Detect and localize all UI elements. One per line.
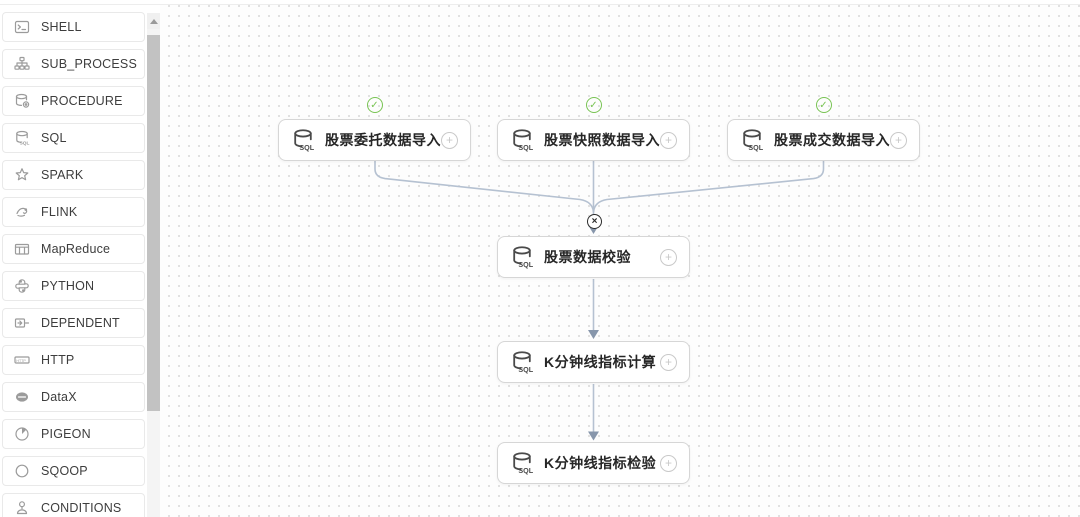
task-node-label: K分钟线指标检验	[544, 455, 657, 471]
edge-arrowhead	[588, 330, 599, 339]
sidebar-item-label: CONDITIONS	[41, 501, 122, 515]
sidebar-item-label: SQOOP	[41, 464, 88, 478]
task-node-label: 股票快照数据导入	[544, 132, 660, 148]
http-icon: HTTP	[14, 352, 30, 368]
sql-database-icon: SQL	[510, 128, 534, 152]
sidebar-item-label: SQL	[41, 131, 67, 145]
sidebar-item-label: FLINK	[41, 205, 78, 219]
sub-process-icon	[14, 56, 30, 72]
sidebar-item-label: SPARK	[41, 168, 84, 182]
sql-icon: SQL	[14, 130, 30, 146]
scrollbar-thumb[interactable]	[147, 35, 160, 411]
sidebar-item-sql[interactable]: SQL SQL	[2, 123, 145, 153]
success-check-icon: ✓	[815, 97, 832, 113]
svg-text:SQL: SQL	[748, 143, 763, 152]
sidebar-item-label: DataX	[41, 390, 77, 404]
dependent-icon	[14, 315, 30, 331]
sidebar-item-http[interactable]: HTTP HTTP	[2, 345, 145, 375]
sidebar-item-label: DEPENDENT	[41, 316, 120, 330]
sqoop-icon	[14, 463, 30, 479]
task-node-label: 股票成交数据导入	[774, 132, 890, 148]
plus-circle-icon[interactable]: +	[441, 131, 458, 149]
sidebar-item-label: PYTHON	[41, 279, 95, 293]
sql-database-icon: SQL	[510, 451, 534, 475]
procedure-icon	[14, 93, 30, 109]
sidebar-scrollbar[interactable]	[147, 13, 160, 517]
success-check-icon: ✓	[366, 97, 383, 113]
task-node-n4[interactable]: SQL 股票数据校验 +	[497, 236, 690, 278]
sidebar-item-label: SUB_PROCESS	[41, 57, 137, 71]
sidebar-item-shell[interactable]: SHELL	[2, 12, 145, 42]
sidebar-item-datax[interactable]: DataX	[2, 382, 145, 412]
plus-circle-icon[interactable]: +	[660, 353, 677, 371]
mapreduce-icon	[14, 241, 30, 257]
edge-arrowhead	[588, 431, 599, 441]
scroll-up-icon	[149, 18, 158, 24]
task-node-label: 股票委托数据导入	[325, 132, 441, 148]
sql-database-icon: SQL	[291, 128, 315, 152]
sql-database-icon: SQL	[510, 245, 534, 269]
task-type-sidebar: SHELL SUB_PROCESS PROCEDURE SQL SQL SPARK FLIN…	[0, 12, 147, 517]
pigeon-icon	[14, 426, 30, 442]
sidebar-item-mapreduce[interactable]: MapReduce	[2, 234, 145, 264]
edge[interactable]	[374, 161, 595, 213]
sidebar-item-sqoop[interactable]: SQOOP	[2, 456, 145, 486]
spark-icon	[14, 167, 30, 183]
sidebar-item-dependent[interactable]: DEPENDENT	[2, 308, 145, 338]
sidebar-item-procedure[interactable]: PROCEDURE	[2, 86, 145, 116]
sidebar-item-flink[interactable]: FLINK	[2, 197, 145, 227]
sidebar-item-label: HTTP	[41, 353, 75, 367]
task-node-n6[interactable]: SQL K分钟线指标检验+	[497, 442, 690, 484]
success-check-icon: ✓	[585, 97, 602, 113]
sidebar-item-python[interactable]: PYTHON	[2, 271, 145, 301]
sidebar-item-label: PROCEDURE	[41, 94, 123, 108]
task-node-n2[interactable]: SQL 股票快照数据导入+	[497, 119, 690, 161]
sidebar-item-label: SHELL	[41, 20, 82, 34]
svg-text:SQL: SQL	[20, 141, 30, 146]
svg-text:SQL: SQL	[299, 143, 314, 152]
plus-circle-icon[interactable]: +	[660, 248, 677, 266]
sidebar-item-label: MapReduce	[41, 242, 111, 256]
svg-text:SQL: SQL	[518, 365, 533, 374]
task-node-n1[interactable]: SQL 股票委托数据导入+	[278, 119, 471, 161]
sidebar-item-conditions[interactable]: CONDITIONS	[2, 493, 145, 517]
dag-edges	[374, 161, 825, 441]
edge[interactable]	[592, 161, 825, 213]
sidebar-item-label: PIGEON	[41, 427, 91, 441]
plus-circle-icon[interactable]: +	[660, 131, 677, 149]
conditions-icon	[14, 500, 30, 516]
sidebar-item-spark[interactable]: SPARK	[2, 160, 145, 190]
flink-icon	[14, 204, 30, 220]
svg-text:SQL: SQL	[518, 466, 533, 475]
sql-database-icon: SQL	[510, 350, 534, 374]
sidebar-item-sub-process[interactable]: SUB_PROCESS	[2, 49, 145, 79]
task-node-label: 股票数据校验	[544, 249, 631, 265]
sidebar-item-pigeon[interactable]: PIGEON	[2, 419, 145, 449]
svg-text:HTTP: HTTP	[16, 359, 26, 363]
svg-text:SQL: SQL	[518, 260, 533, 269]
plus-circle-icon[interactable]: +	[660, 454, 677, 472]
datax-icon	[14, 389, 30, 405]
shell-icon	[14, 19, 30, 35]
python-icon	[14, 278, 30, 294]
plus-circle-icon[interactable]: +	[890, 131, 907, 149]
task-node-n5[interactable]: SQL K分钟线指标计算+	[497, 341, 690, 383]
svg-text:SQL: SQL	[518, 143, 533, 152]
scrollbar-up-button[interactable]	[147, 13, 160, 29]
task-node-label: K分钟线指标计算	[544, 354, 657, 370]
task-node-n3[interactable]: SQL 股票成交数据导入+	[727, 119, 920, 161]
edge-close-icon[interactable]: ×	[587, 214, 602, 229]
top-divider	[0, 4, 1080, 5]
sql-database-icon: SQL	[740, 128, 764, 152]
